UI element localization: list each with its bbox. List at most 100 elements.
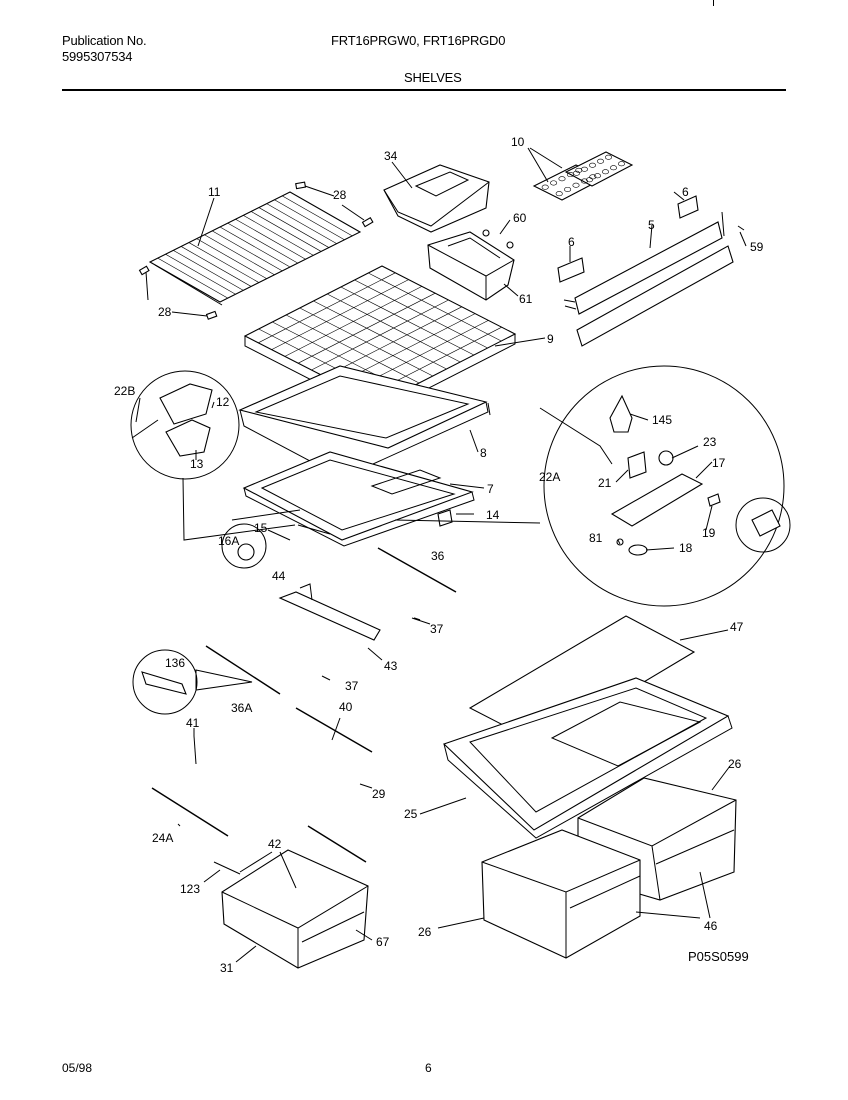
- egg-cup: [550, 180, 558, 186]
- egg-trays-part: [532, 151, 634, 201]
- footer-page: 6: [425, 1061, 432, 1075]
- section-title: SHELVES: [404, 70, 462, 85]
- callout-c46: 46: [704, 919, 718, 933]
- egg-cup: [601, 169, 609, 175]
- callout-c12: 12: [216, 395, 230, 409]
- egg-cup: [617, 161, 625, 167]
- publication-number: 5995307534: [62, 49, 133, 64]
- crisper-frame-part: [442, 677, 733, 839]
- callout-c6b: 6: [568, 235, 575, 249]
- storage-bin-part: [383, 164, 490, 233]
- screws-part: [482, 229, 514, 249]
- shelf-wire: [188, 242, 260, 283]
- shelf-wire: [243, 215, 314, 256]
- track-end-part: [141, 671, 187, 695]
- model-numbers: FRT16PRGW0, FRT16PRGD0: [331, 33, 506, 48]
- callout-c24a: 24A: [152, 831, 173, 845]
- diagram-code: P05S0599: [688, 949, 749, 964]
- rails-part: [563, 211, 745, 347]
- crisper-latch-part: [437, 509, 453, 527]
- egg-cup: [588, 162, 596, 168]
- callout-c13: 13: [190, 457, 204, 471]
- callout-c23: 23: [703, 435, 717, 449]
- footer-date: 05/98: [62, 1061, 93, 1075]
- leader-lines: [135, 147, 747, 963]
- callout-c81: 81: [589, 531, 603, 545]
- callout-c34: 34: [384, 149, 398, 163]
- wire-shelf-part: [148, 191, 362, 306]
- shelf-wire: [235, 218, 306, 260]
- egg-cup: [572, 182, 580, 188]
- crisper-cover-part: [242, 451, 475, 547]
- callout-c16a: 16A: [218, 534, 239, 548]
- detail-left-parts: [131, 383, 213, 457]
- knob-part: [237, 543, 255, 561]
- egg-cup: [596, 158, 604, 164]
- callout-c37a: 37: [430, 622, 444, 636]
- egg-cup: [609, 165, 617, 171]
- egg-cup: [593, 173, 601, 179]
- glass-shelf-part: [243, 265, 517, 415]
- egg-cup: [572, 170, 580, 176]
- shelf-wire: [196, 238, 267, 279]
- callout-c8: 8: [480, 446, 487, 460]
- header-rule: [62, 89, 786, 91]
- detail-circle-16a: [221, 523, 267, 569]
- callout-c60: 60: [513, 211, 527, 225]
- shelf-grid-line: [327, 293, 461, 363]
- callout-c19: 19: [702, 526, 716, 540]
- callout-c9: 9: [547, 332, 554, 346]
- callout-c15: 15: [254, 521, 268, 535]
- switch-detail-circle: [735, 497, 791, 553]
- crisper-drawer-left-part: [481, 829, 641, 959]
- egg-cup: [541, 184, 549, 190]
- detail-circle-left: [130, 370, 240, 480]
- detail-circle-right: [543, 365, 785, 607]
- callout-c26b: 26: [418, 925, 432, 939]
- callout-c7: 7: [487, 482, 494, 496]
- switch-part: [751, 509, 781, 537]
- callout-c28b: 28: [158, 305, 172, 319]
- meat-keeper-part: [213, 825, 369, 969]
- corner-mark: [713, 0, 714, 6]
- shelf-wire: [173, 250, 244, 291]
- shelf-grid-line: [354, 279, 488, 349]
- publication-label: Publication No.: [62, 33, 147, 48]
- shelf-wire: [250, 211, 322, 252]
- shelf-grid-line: [340, 286, 475, 356]
- callout-c21: 21: [598, 476, 612, 490]
- shelf-wire: [258, 207, 330, 248]
- egg-cup: [604, 154, 612, 160]
- callout-c123: 123: [180, 882, 200, 896]
- callout-c40: 40: [339, 700, 353, 714]
- callout-c42: 42: [268, 837, 282, 851]
- meat-drawer-part: [427, 231, 515, 301]
- callout-c14: 14: [486, 508, 500, 522]
- shelf-grid-line: [324, 306, 462, 378]
- callout-c22a: 22A: [539, 470, 560, 484]
- shelf-wire: [274, 199, 345, 241]
- callout-c36: 36: [431, 549, 445, 563]
- detail-pointer: [195, 669, 253, 691]
- shelf-wire: [266, 203, 337, 244]
- egg-cup: [580, 166, 588, 172]
- callout-c59: 59: [750, 240, 764, 254]
- shelf-grid-line: [311, 299, 449, 371]
- shelf-wire: [282, 195, 353, 237]
- egg-cup: [558, 176, 566, 182]
- callout-c5: 5: [648, 218, 655, 232]
- shelf-wire: [157, 257, 228, 299]
- callout-c136: 136: [165, 656, 185, 670]
- shelf-caps-part: [138, 181, 374, 320]
- callout-c18: 18: [679, 541, 693, 555]
- callout-c36a: 36A: [231, 701, 252, 715]
- callout-c17: 17: [712, 456, 726, 470]
- callout-c41: 41: [186, 716, 200, 730]
- callout-c61: 61: [519, 292, 533, 306]
- callout-c11: 11: [208, 185, 221, 199]
- callout-c44: 44: [272, 569, 286, 583]
- track-parts: [151, 547, 457, 837]
- shelf-wire: [219, 226, 291, 268]
- callout-c145: 145: [652, 413, 672, 427]
